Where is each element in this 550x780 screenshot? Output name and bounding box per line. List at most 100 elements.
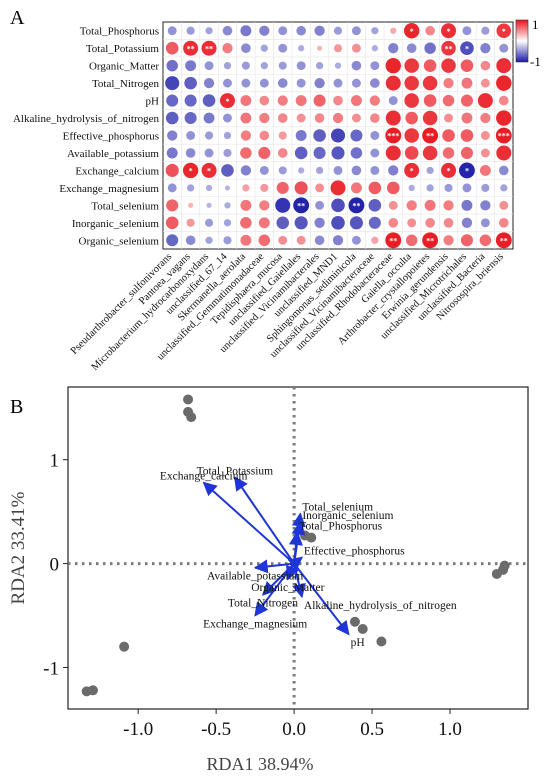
heatmap-cell <box>278 26 288 36</box>
heatmap-cell <box>188 202 194 208</box>
heatmap-cell <box>460 129 474 142</box>
heatmap-cell <box>424 42 436 54</box>
heatmap-cell <box>185 60 197 72</box>
heatmap-cell <box>259 78 269 88</box>
heatmap-cell <box>258 234 271 247</box>
heatmap-cell <box>240 95 252 107</box>
environment-arrow <box>287 556 303 571</box>
heatmap-cell <box>331 146 345 160</box>
heatmap-cell <box>498 217 509 228</box>
heatmap-cell <box>441 23 457 39</box>
significance-mark: * <box>207 167 211 176</box>
heatmap-cell <box>351 165 362 176</box>
correlation-heatmap: ********************************** Total… <box>13 21 514 373</box>
environment-arrow <box>292 563 306 599</box>
heatmap-cell <box>406 200 417 211</box>
heatmap-cell <box>224 202 231 209</box>
heatmap-cell <box>240 217 252 229</box>
sample-point <box>186 412 197 423</box>
heatmap-cell <box>183 40 199 56</box>
heatmap-cell <box>165 216 179 230</box>
heatmap-cell <box>314 77 325 89</box>
significance-mark: * <box>447 27 451 36</box>
heatmap-cell <box>182 162 199 179</box>
heatmap-cell <box>370 148 380 158</box>
heatmap-cell <box>223 219 232 227</box>
arrow-label: Exchange_calcium <box>160 471 248 483</box>
heatmap-cell <box>277 78 288 88</box>
arrow-label: pH <box>351 637 365 649</box>
colorbar: 1 -1 <box>515 17 541 69</box>
heatmap-cell <box>370 165 380 175</box>
heatmap-cell <box>480 218 490 228</box>
heatmap-cell <box>480 200 491 211</box>
heatmap-cell <box>333 26 343 35</box>
heatmap-cell <box>259 130 270 141</box>
heatmap-cell <box>480 131 490 140</box>
heatmap-cells: ********************************** <box>165 23 512 249</box>
significance-mark: ** <box>389 236 397 245</box>
heatmap-cell <box>422 232 439 249</box>
heatmap-cell <box>460 146 473 159</box>
heatmap-cell <box>461 77 473 89</box>
heatmap-cell <box>315 62 324 70</box>
heatmap-cell <box>333 44 343 53</box>
heatmap-cell <box>499 43 509 53</box>
heatmap-column-labels: Pseudarthrobacter_sulfonivoransPantoea_v… <box>69 251 506 373</box>
panel-a-label: A <box>10 7 25 29</box>
heatmap-cell <box>203 77 215 89</box>
heatmap-cell <box>388 43 399 54</box>
row-label: Inorganic_selenium <box>72 218 160 230</box>
significance-mark: ** <box>500 236 508 245</box>
heatmap-cell <box>201 162 217 178</box>
heatmap-cell <box>258 217 270 229</box>
heatmap-cell <box>423 59 437 72</box>
heatmap-cell <box>201 40 217 56</box>
significance-mark: * <box>502 27 506 36</box>
heatmap-cell <box>442 147 455 159</box>
y-tick-label: -1 <box>43 658 59 679</box>
sample-point <box>87 685 98 696</box>
heatmap-cell <box>443 200 454 211</box>
heatmap-cell <box>206 202 212 208</box>
heatmap-cell <box>385 145 401 161</box>
sample-points <box>81 394 510 697</box>
heatmap-cell <box>259 25 270 36</box>
heatmap-cell <box>294 146 308 160</box>
heatmap-cell <box>330 180 346 196</box>
significance-mark: ** <box>205 44 213 53</box>
significance-mark: ** <box>445 44 453 53</box>
row-label: pH <box>146 96 160 108</box>
row-label: Total_Phosphorus <box>80 26 159 38</box>
arrow-label: Total_selenium <box>302 502 373 514</box>
significance-mark: ** <box>297 202 305 211</box>
heatmap-cell <box>368 216 381 229</box>
heatmap-cell <box>205 27 213 35</box>
row-label: Exchange_calcium <box>75 165 159 177</box>
significance-mark: *** <box>498 132 510 141</box>
heatmap-cell <box>313 146 326 159</box>
heatmap-cell <box>224 185 231 191</box>
heatmap-cell <box>404 75 419 91</box>
colorbar-max-label: 1 <box>532 17 539 32</box>
heatmap-cell <box>371 45 378 52</box>
heatmap-cell <box>296 61 306 71</box>
environment-arrow <box>253 559 295 574</box>
heatmap-cell <box>223 148 232 158</box>
heatmap-cell <box>241 61 250 70</box>
heatmap-cell <box>460 41 474 55</box>
heatmap-cell <box>260 62 268 70</box>
significance-mark: * <box>225 97 229 106</box>
heatmap-cell <box>185 148 196 158</box>
heatmap-cell <box>443 235 454 246</box>
sample-point <box>119 641 130 652</box>
heatmap-cell <box>444 113 453 123</box>
arrow-label: Inorganic_selenium <box>302 510 393 522</box>
sample-point <box>349 616 360 627</box>
heatmap-cell <box>186 218 195 227</box>
heatmap-cell <box>204 218 214 227</box>
heatmap-cell <box>496 145 512 161</box>
heatmap-cell <box>461 199 473 211</box>
heatmap-cell <box>404 146 419 160</box>
